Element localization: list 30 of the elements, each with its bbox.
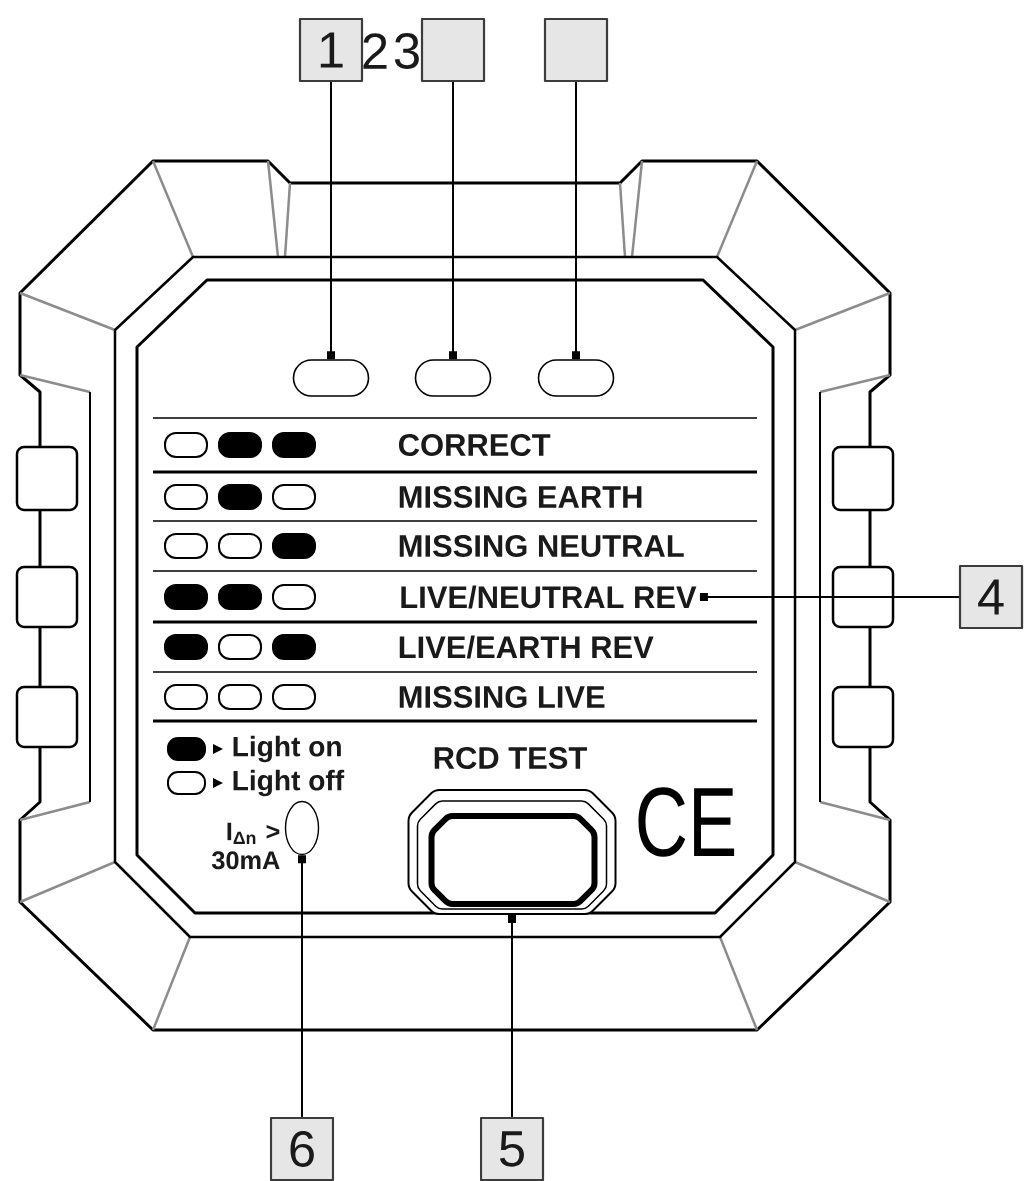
legend-label: Light off <box>233 769 345 797</box>
indicator-light <box>292 359 370 397</box>
leader-line <box>508 915 516 1118</box>
callout-box: 6 <box>269 1116 335 1181</box>
leader-line <box>449 81 457 360</box>
callout-number: 3 <box>394 33 419 69</box>
indicator-label: I$_{Δn}$ > 30mA <box>211 822 280 870</box>
test-button <box>407 789 617 915</box>
indicator-light <box>414 359 492 397</box>
status-label: LIVE/EARTH REV <box>399 635 654 659</box>
status-label: MISSING EARTH <box>399 486 642 508</box>
indicator-light <box>284 800 320 856</box>
leader-line <box>327 81 335 360</box>
callout-box: 5 <box>479 1116 545 1181</box>
legend-label: Light on <box>233 735 341 763</box>
callout-box: 4 <box>958 564 1024 630</box>
callout-box <box>543 17 609 83</box>
status-label: MISSING NEUTRAL <box>399 535 684 557</box>
callout-box: 1 <box>298 17 364 83</box>
button-label: RCD TEST <box>434 747 587 769</box>
status-label: LIVE/NEUTRAL REV <box>401 585 697 609</box>
leader-line <box>699 593 960 601</box>
indicator-light <box>537 359 615 397</box>
callout-number: 2 <box>363 33 387 69</box>
callout-box <box>420 17 486 83</box>
status-label: CORRECT <box>398 434 551 456</box>
leader-line <box>572 81 580 360</box>
leader-line <box>298 855 306 1118</box>
ce-mark: CE <box>638 787 735 857</box>
status-label: MISSING LIVE <box>399 686 605 708</box>
